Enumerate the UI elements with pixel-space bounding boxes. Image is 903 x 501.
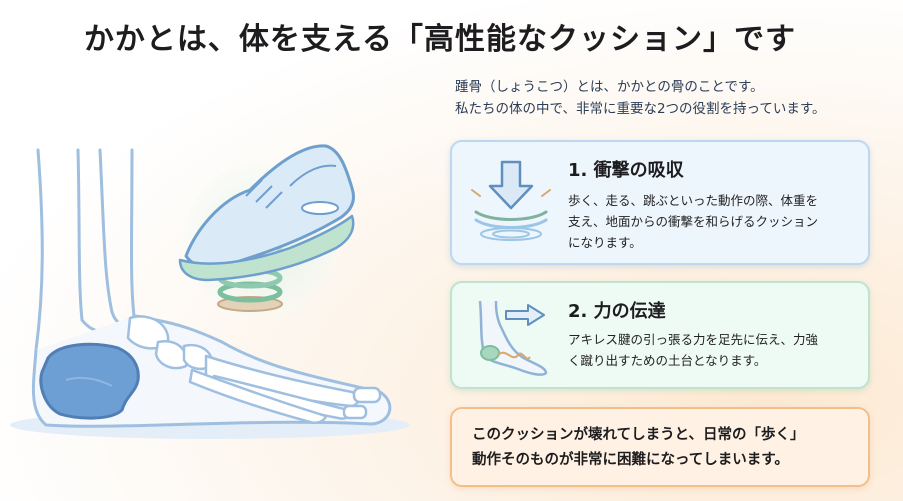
heel-bone <box>39 342 140 420</box>
warning-line: このクッションが壊れてしまうと、日常の「歩く」 <box>472 427 805 443</box>
warning-line: 動作そのものが非常に困難になってしまいます。 <box>472 452 789 468</box>
foot-illustration <box>10 144 410 439</box>
card-line: 支え、地面からの衝撃を和らげるクッション <box>568 214 819 229</box>
leg-bones <box>34 148 136 352</box>
intro-text: 踵骨（しょうこつ）とは、かかとの骨のことです。 私たちの体の中で、非常に重要な2… <box>455 76 895 120</box>
card-force-transfer: 2. 力の伝達 アキレス腱の引っ張る力を足先に伝え、力強 く蹴り出すための土台と… <box>450 281 870 389</box>
card-line: になります。 <box>568 235 642 250</box>
force-transfer-icon <box>478 300 548 376</box>
shock-absorb-icon <box>471 160 551 241</box>
foot-bones <box>126 315 382 424</box>
card-line: 歩く、走る、跳ぶといった動作の際、体重を <box>568 193 819 208</box>
card-body: 歩く、走る、跳ぶといった動作の際、体重を 支え、地面からの衝撃を和らげるクッショ… <box>568 190 860 253</box>
card-shock-absorption: 1. 衝撃の吸収 歩く、走る、跳ぶといった動作の際、体重を 支え、地面からの衝撃… <box>450 140 870 265</box>
sneaker-icon <box>178 144 355 282</box>
card-title: 2. 力の伝達 <box>568 301 666 322</box>
card-line: く蹴り出すための土台となります。 <box>568 353 767 368</box>
warning-text: このクッションが壊れてしまうと、日常の「歩く」 動作そのものが非常に困難になって… <box>472 423 852 473</box>
warning-box: このクッションが壊れてしまうと、日常の「歩く」 動作そのものが非常に困難になって… <box>450 407 870 487</box>
page-title: かかとは、体を支える「高性能なクッション」です <box>83 22 797 57</box>
card-line: アキレス腱の引っ張る力を足先に伝え、力強 <box>568 332 819 347</box>
card-body: アキレス腱の引っ張る力を足先に伝え、力強 く蹴り出すための土台となります。 <box>568 329 860 371</box>
intro-line: 私たちの体の中で、非常に重要な2つの役割を持っています。 <box>455 101 826 117</box>
card-title: 1. 衝撃の吸収 <box>568 160 684 181</box>
intro-line: 踵骨（しょうこつ）とは、かかとの骨のことです。 <box>455 79 764 95</box>
